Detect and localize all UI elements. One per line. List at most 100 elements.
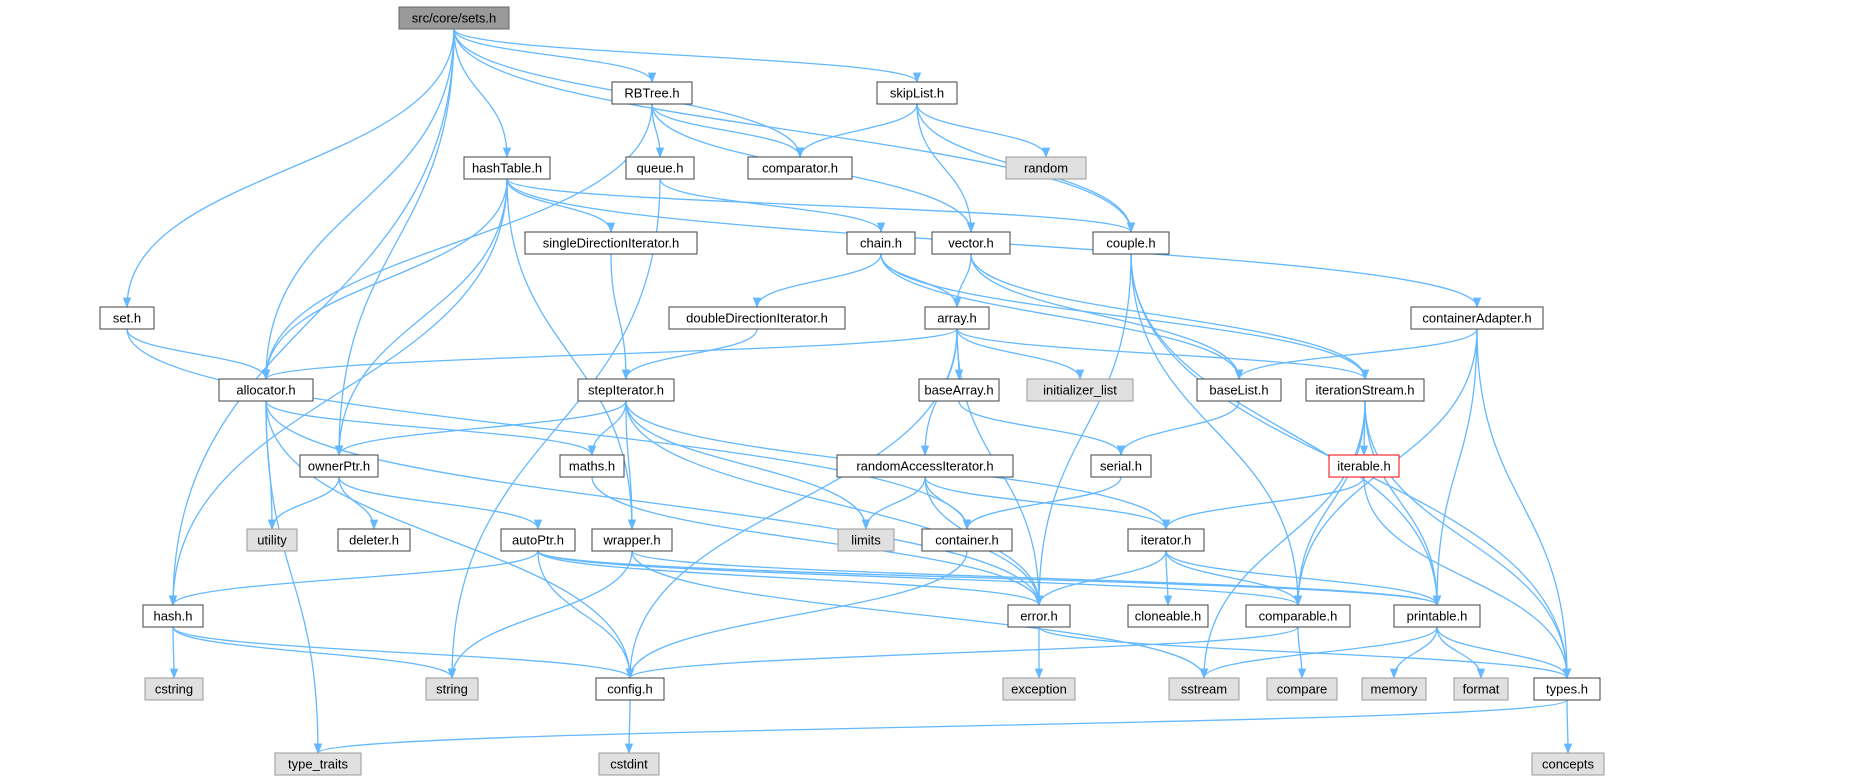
node-sets[interactable]: src/core/sets.h [398, 6, 510, 30]
node-concepts: concepts [1531, 752, 1605, 776]
node-rbtree[interactable]: RBTree.h [611, 81, 693, 105]
node-randomaccess[interactable]: randomAccessIterator.h [836, 454, 1014, 478]
node-comparator[interactable]: comparator.h [747, 156, 853, 180]
node-queue[interactable]: queue.h [625, 156, 695, 180]
node-exception: exception [1002, 677, 1076, 701]
node-box-printable [1393, 604, 1481, 628]
node-box-rbtree [611, 81, 693, 105]
node-config[interactable]: config.h [595, 677, 665, 701]
node-label-rbtree: RBTree.h [624, 86, 679, 101]
node-label-baselist: baseList.h [1209, 383, 1268, 398]
node-box-cstring [144, 677, 204, 701]
edge-containeradapter-to-types [1476, 328, 1572, 680]
node-box-comparable [1245, 604, 1351, 628]
edge-array-to-config [625, 328, 958, 680]
edge-couple-to-error [1034, 253, 1132, 607]
node-vector[interactable]: vector.h [931, 231, 1011, 255]
edge-sets-to-skiplist [453, 28, 921, 84]
node-label-set: set.h [113, 311, 141, 326]
node-hash[interactable]: hash.h [142, 604, 204, 628]
node-box-containeradapter [1410, 306, 1544, 330]
node-box-wrapper [591, 528, 673, 552]
edge-types-to-typetraits [314, 699, 1568, 755]
node-box-string [425, 677, 479, 701]
node-ownerptr[interactable]: ownerPtr.h [299, 454, 379, 478]
edge-queue-to-chain [659, 178, 886, 234]
node-box-baselist [1196, 378, 1282, 402]
edge-iterable-to-types [1363, 476, 1572, 680]
node-autoptr[interactable]: autoPtr.h [500, 528, 576, 552]
edge-containeradapter-to-printable [1432, 328, 1478, 607]
node-box-sets [398, 6, 510, 30]
node-box-exception [1002, 677, 1076, 701]
node-maths[interactable]: maths.h [559, 454, 625, 478]
node-label-containeradapter: containerAdapter.h [1422, 311, 1531, 326]
edge-doubledir-to-stepiterator [621, 328, 758, 381]
edge-container-to-config [625, 550, 968, 680]
edge-hash-to-cstring [169, 626, 179, 680]
edge-ownerptr-to-utility [267, 476, 340, 531]
node-couple[interactable]: couple.h [1092, 231, 1170, 255]
node-printable[interactable]: printable.h [1393, 604, 1481, 628]
node-label-concepts: concepts [1542, 757, 1595, 772]
edge-allocator-to-config [265, 400, 635, 680]
node-label-iterstream: iterationStream.h [1316, 383, 1415, 398]
node-container[interactable]: container.h [921, 528, 1013, 552]
node-label-comparator: comparator.h [762, 161, 838, 176]
node-initlist: initializer_list [1026, 378, 1134, 402]
node-box-limits [837, 528, 895, 552]
node-box-maths [559, 454, 625, 478]
node-box-random [1005, 156, 1087, 180]
node-allocator[interactable]: allocator.h [218, 378, 314, 402]
node-box-hash [142, 604, 204, 628]
edge-stepiterator-to-wrapper [625, 400, 637, 531]
edge-ownerptr-to-autoptr [338, 476, 543, 531]
edge-allocator-to-typetraits [265, 400, 323, 755]
node-basearray[interactable]: baseArray.h [918, 378, 1000, 402]
node-box-utility [246, 528, 298, 552]
edge-set-to-container [126, 328, 972, 531]
edge-wrapper-to-string [447, 550, 633, 680]
node-box-types [1533, 677, 1601, 701]
edge-iterator-to-error [1034, 550, 1167, 607]
node-chain[interactable]: chain.h [846, 231, 916, 255]
node-iterator[interactable]: iterator.h [1127, 528, 1205, 552]
node-error[interactable]: error.h [1007, 604, 1071, 628]
edge-hashtable-to-couple [506, 178, 1135, 234]
node-label-skiplist: skipList.h [890, 86, 944, 101]
node-baselist[interactable]: baseList.h [1196, 378, 1282, 402]
node-skiplist[interactable]: skipList.h [876, 81, 958, 105]
node-comparable[interactable]: comparable.h [1245, 604, 1351, 628]
edge-stepiterator-to-ownerptr [334, 400, 627, 457]
node-label-wrapper: wrapper.h [602, 533, 660, 548]
node-label-compare: compare [1277, 682, 1328, 697]
node-label-error: error.h [1020, 609, 1058, 624]
edge-sets-to-ownerptr [334, 28, 455, 457]
node-iterstream[interactable]: iterationStream.h [1305, 378, 1425, 402]
edge-randomaccess-to-limits [861, 476, 926, 531]
node-serial[interactable]: serial.h [1090, 454, 1152, 478]
node-containeradapter[interactable]: containerAdapter.h [1410, 306, 1544, 330]
node-label-deleter: deleter.h [349, 533, 399, 548]
node-box-couple [1092, 231, 1170, 255]
node-set[interactable]: set.h [99, 306, 155, 330]
node-box-iterator [1127, 528, 1205, 552]
node-deleter[interactable]: deleter.h [337, 528, 411, 552]
edge-wrapper-to-sstream [631, 550, 1209, 680]
node-singledir[interactable]: singleDirectionIterator.h [524, 231, 698, 255]
node-types[interactable]: types.h [1533, 677, 1601, 701]
node-doubledir[interactable]: doubleDirectionIterator.h [668, 306, 846, 330]
node-wrapper[interactable]: wrapper.h [591, 528, 673, 552]
node-cloneable[interactable]: cloneable.h [1127, 604, 1209, 628]
edge-hashtable-to-singledir [506, 178, 616, 234]
node-array[interactable]: array.h [924, 306, 990, 330]
edge-sets-to-hash [168, 28, 455, 607]
node-box-chain [846, 231, 916, 255]
node-iterable[interactable]: iterable.h [1328, 454, 1400, 478]
node-stepiterator[interactable]: stepIterator.h [577, 378, 675, 402]
edge-array-to-initlist [956, 328, 1085, 381]
edge-allocator-to-maths [265, 400, 597, 457]
node-hashtable[interactable]: hashTable.h [463, 156, 551, 180]
edge-iterstream-to-comparable [1293, 400, 1366, 607]
node-limits: limits [837, 528, 895, 552]
